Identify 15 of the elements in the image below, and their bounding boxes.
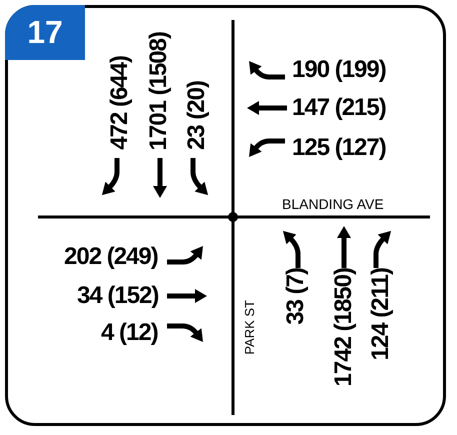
traffic-volume: 1701 (1508) <box>145 32 173 150</box>
traffic-volume: 4 (12) <box>101 319 158 347</box>
traffic-volume: 147 (215) <box>292 94 386 122</box>
traffic-volume: 1742 (1850) <box>330 268 358 386</box>
traffic-volume: 202 (249) <box>64 243 158 271</box>
street-name: PARK ST <box>242 300 256 355</box>
traffic-volume: 34 (152) <box>77 282 158 310</box>
traffic-volume: 124 (211) <box>367 268 395 360</box>
traffic-volume: 190 (199) <box>292 56 386 84</box>
number-badge: 17 <box>5 5 85 60</box>
traffic-volume: 33 (7) <box>282 268 310 325</box>
traffic-volume: 472 (644) <box>106 56 134 150</box>
traffic-volume: 23 (20) <box>183 81 211 150</box>
traffic-volume: 125 (127) <box>292 134 386 162</box>
street-name: BLANDING AVE <box>282 196 384 212</box>
